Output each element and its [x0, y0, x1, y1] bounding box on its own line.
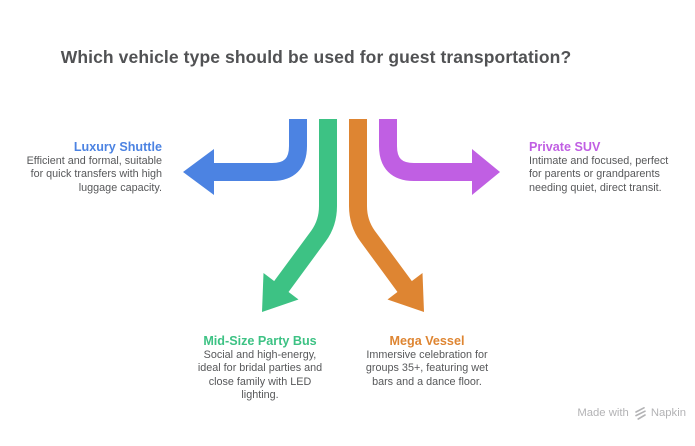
item-description-line: Immersive celebration for: [366, 349, 488, 361]
mega-vessel-arrow-shaft: [349, 119, 413, 293]
item-description-line: bars and a dance floor.: [372, 375, 482, 388]
mega-vessel-arrowhead: [387, 273, 424, 312]
item-description-line: for quick transfers with high: [30, 168, 162, 181]
luxury-shuttle-arrowhead: [183, 149, 214, 195]
item-description-line: Efficient and formal, suitable: [26, 155, 162, 167]
made-with-napkin-link[interactable]: Made with Napkin: [577, 406, 686, 420]
item-heading: Private SUV: [529, 140, 601, 154]
item-description-line: luggage capacity.: [78, 181, 162, 194]
item-mid-size-party-bus: Mid-Size Party Bus Social and high-energ…: [175, 333, 345, 403]
item-private-suv: Private SUV Intimate and focused, perfec…: [529, 139, 668, 195]
mid-size-party-bus-arrowhead: [262, 273, 299, 312]
napkin-brand-label: Napkin: [650, 407, 686, 419]
luxury-shuttle-arrow-shaft: [214, 119, 307, 181]
item-description-line: groups 35+, featuring wet: [365, 362, 489, 375]
item-description-line: close family with LED: [208, 375, 312, 388]
item-heading: Luxury Shuttle: [73, 140, 162, 154]
private-suv-arrowhead: [472, 149, 500, 195]
item-description-line: for parents or grandparents: [529, 168, 660, 181]
mid-size-party-bus-arrow-shaft: [273, 119, 337, 293]
private-suv-arrow-shaft: [379, 119, 472, 181]
napkin-logo-icon: [635, 407, 646, 420]
item-mega-vessel: Mega Vessel Immersive celebration for gr…: [342, 333, 512, 389]
item-description-line: needing quiet, direct transit.: [529, 181, 662, 194]
item-heading: Mega Vessel: [389, 334, 465, 348]
item-description-line: Social and high-energy,: [203, 349, 317, 361]
item-description-line: ideal for bridal parties and: [197, 362, 323, 375]
item-heading: Mid-Size Party Bus: [203, 334, 317, 348]
item-description-line: Intimate and focused, perfect: [529, 155, 669, 167]
item-description-line: lighting.: [241, 389, 279, 402]
item-luxury-shuttle: Luxury Shuttle Efficient and formal, sui…: [27, 139, 162, 195]
diagram-title: Which vehicle type should be used for gu…: [60, 47, 572, 67]
made-with-label: Made with: [577, 407, 629, 419]
